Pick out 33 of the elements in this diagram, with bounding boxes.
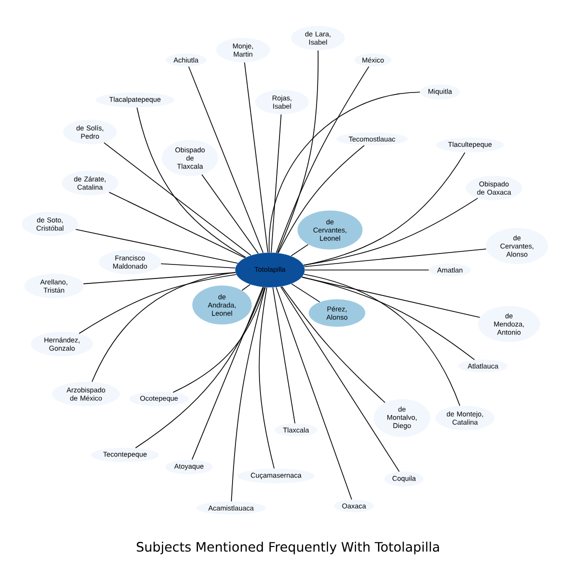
connector-line xyxy=(270,114,282,253)
connector-line xyxy=(92,272,236,382)
connector-line xyxy=(281,286,386,403)
connector-line xyxy=(276,286,352,500)
connector-line xyxy=(268,92,420,253)
connector-line xyxy=(78,274,237,334)
connector-line xyxy=(302,276,475,360)
connector-line xyxy=(75,228,238,264)
connector-line xyxy=(304,274,460,406)
connector-line xyxy=(201,174,259,254)
connector-line xyxy=(303,198,478,266)
connector-line xyxy=(230,286,266,502)
connector-line xyxy=(108,192,246,258)
connector-line xyxy=(304,248,487,268)
connector-line xyxy=(291,283,320,302)
connector-line xyxy=(272,287,296,424)
connector-line xyxy=(136,107,246,258)
connector-line xyxy=(244,62,268,253)
connector-line xyxy=(278,145,365,254)
connector-line xyxy=(290,244,308,256)
connector-line xyxy=(258,287,275,469)
connector-line xyxy=(104,142,252,256)
connector-line xyxy=(172,286,266,393)
chart-title: Subjects Mentioned Frequently With Totolapilla xyxy=(136,542,439,554)
connector-line xyxy=(160,263,236,268)
connector-line xyxy=(188,66,264,254)
connector-line xyxy=(277,50,318,254)
connector-line xyxy=(135,286,264,448)
connector-line xyxy=(242,284,251,291)
connector-line xyxy=(280,286,400,472)
connector-line xyxy=(301,276,480,318)
connector-line xyxy=(192,286,264,460)
connector-line xyxy=(276,66,370,254)
